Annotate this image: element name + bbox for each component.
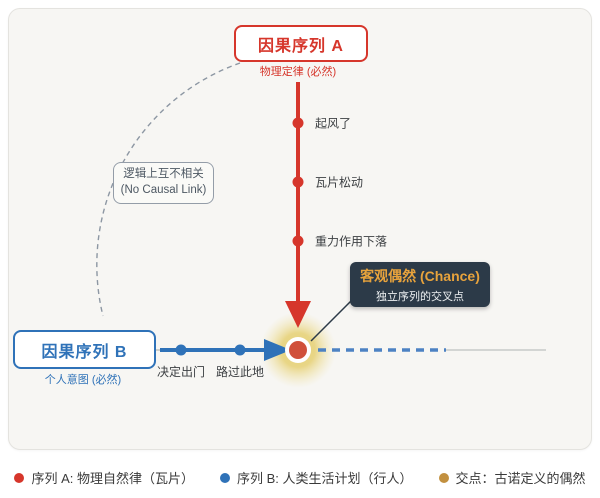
series-a-step-label-2: 瓦片松动 (315, 175, 364, 190)
legend: 序列 A: 物理自然律（瓦片） 序列 B: 人类生活计划（行人） 交点：古诺定义… (0, 468, 600, 487)
chance-subtitle: 独立序列的交叉点 (376, 290, 464, 303)
no-causal-link-box: 逻辑上互不相关 (No Causal Link) (113, 162, 214, 204)
series-a-node-3 (292, 235, 304, 247)
chance-callout-box: 客观偶然 (Chance) 独立序列的交叉点 (350, 262, 490, 307)
legend-dot-gold-icon (438, 472, 449, 483)
legend-item-intersection: 交点：古诺定义的偶然 (438, 468, 586, 487)
legend-label-intersection: 交点：古诺定义的偶然 (455, 471, 586, 486)
series-b-step-label-1: 决定出门 (156, 365, 206, 379)
chance-title: 客观偶然 (Chance) (360, 267, 480, 284)
legend-label-series-a: 序列 A: 物理自然律（瓦片） (31, 471, 194, 486)
series-a-step-label-1: 起风了 (315, 116, 352, 131)
series-a-subtitle: 物理定律 (必然) (259, 66, 337, 78)
series-b-title-box: 因果序列 B (13, 330, 156, 369)
intersection-point (289, 341, 307, 359)
series-a-node-1 (292, 117, 304, 129)
no-causal-link-line1: 逻辑上互不相关 (123, 168, 204, 181)
series-b-step-label-2: 路过此地 (215, 365, 265, 379)
series-b-node-1 (175, 344, 187, 356)
legend-item-series-a: 序列 A: 物理自然律（瓦片） (14, 468, 194, 487)
series-b-subtitle: 个人意图 (必然) (44, 374, 122, 386)
series-b-arrowhead-icon (264, 339, 291, 361)
series-a-step-label-3: 重力作用下落 (315, 234, 388, 249)
legend-item-series-b: 序列 B: 人类生活计划（行人） (219, 468, 413, 487)
series-a-title: 因果序列 A (257, 37, 344, 55)
series-b-title: 因果序列 B (41, 343, 128, 361)
legend-dot-red-icon (14, 472, 25, 483)
series-a-title-box: 因果序列 A (234, 25, 368, 62)
series-a-arrowhead-icon (285, 301, 311, 328)
series-b-node-2 (234, 344, 246, 356)
no-causal-link-line2: (No Causal Link) (120, 184, 207, 196)
chance-callout-connector (310, 298, 354, 342)
legend-dot-blue-icon (219, 472, 230, 483)
legend-label-series-b: 序列 B: 人类生活计划（行人） (236, 471, 413, 486)
series-a-node-2 (292, 176, 304, 188)
